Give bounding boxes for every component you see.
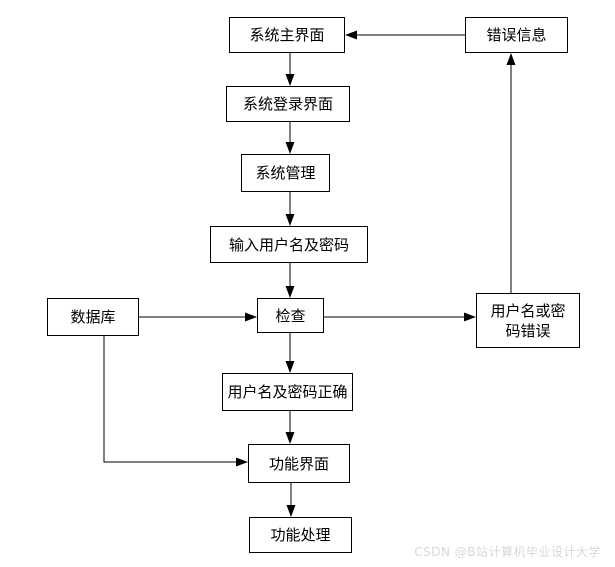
- node-check: 检查: [257, 298, 324, 333]
- watermark: CSDN @B站计算机毕业设计大学: [414, 545, 601, 559]
- arrow-database-to-function-interface: [103, 336, 248, 467]
- node-function-interface: 功能界面: [248, 444, 350, 483]
- node-system-management: 系统管理: [241, 154, 330, 192]
- node-error-info: 错误信息: [465, 17, 568, 53]
- node-credentials-error: 用户名或密 码错误: [476, 293, 580, 348]
- node-credentials-correct: 用户名及密码正确: [222, 373, 353, 411]
- node-login-interface: 系统登录界面: [226, 86, 350, 122]
- node-input-credentials: 输入用户名及密码: [210, 226, 368, 263]
- node-function-processing: 功能处理: [249, 517, 352, 553]
- node-main-interface: 系统主界面: [229, 17, 345, 53]
- node-database: 数据库: [47, 298, 139, 336]
